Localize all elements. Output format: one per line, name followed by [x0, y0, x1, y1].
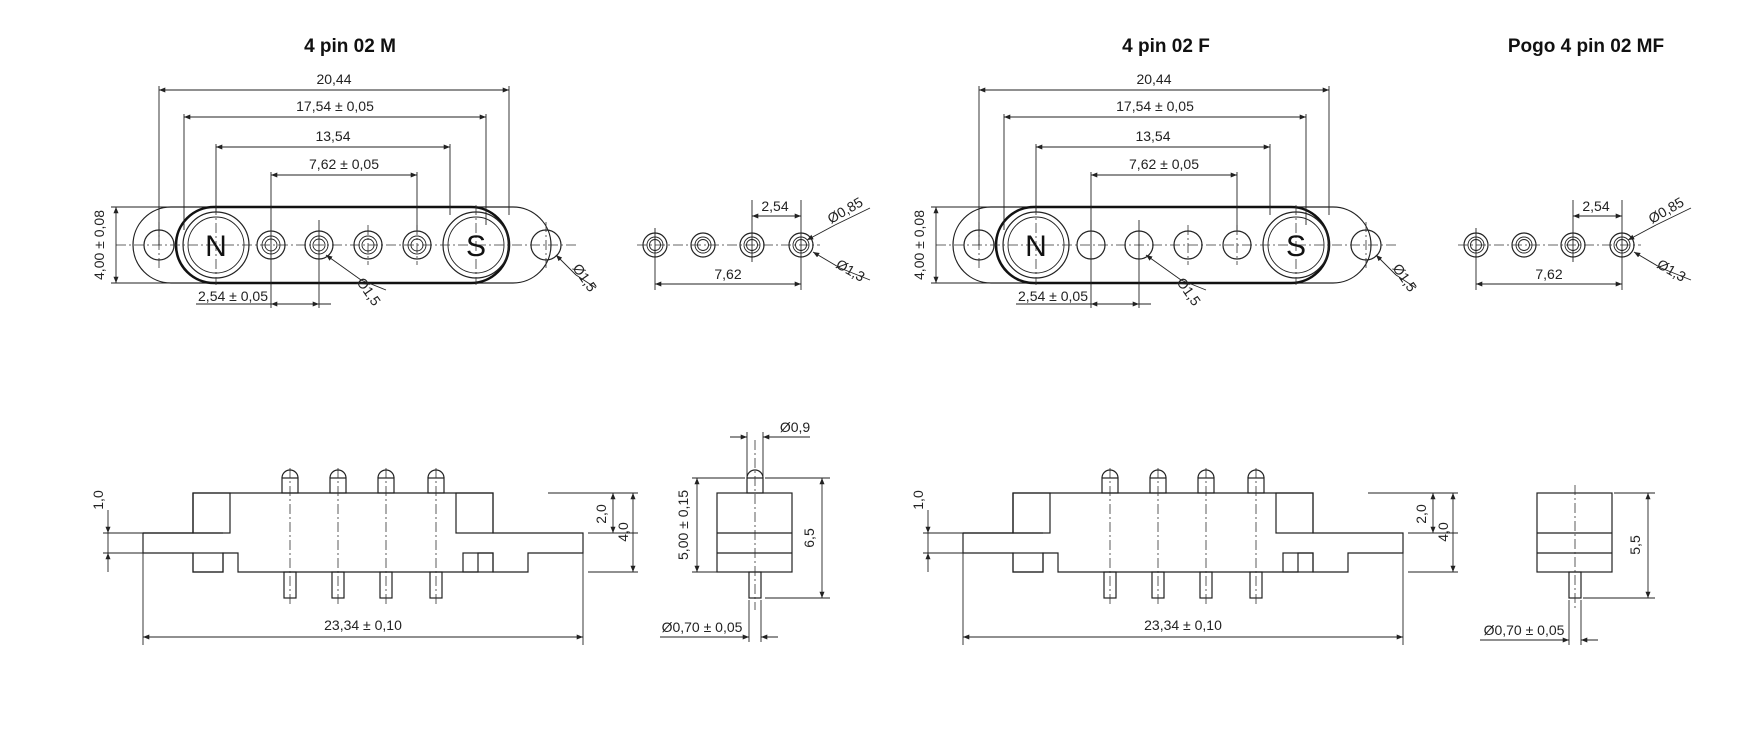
top-view-middle: N S 20,44 17,54 ± 0,05 13,54 7,62 ± 0,05…	[911, 71, 1420, 309]
dim-mag-centers: 13,54	[315, 128, 350, 144]
dim-step: 2,0	[593, 504, 609, 524]
dim-height: 4,00 ± 0,08	[911, 210, 927, 280]
dim-step: 2,0	[1413, 504, 1429, 524]
dim-pin-dia: Ø0,9	[780, 419, 811, 435]
end-view-pogo: 5,5 Ø0,70 ± 0,05	[1480, 485, 1655, 645]
dim-pin-pitch: 2,54	[1582, 198, 1609, 214]
dim-overall: 20,44	[1136, 71, 1171, 87]
end-view-left: Ø0,9 5,00 ± 0,15 6,5 Ø0,70 ± 0,05	[660, 419, 830, 642]
dim-tip-dia: Ø0,85	[1646, 194, 1687, 227]
pin-row-view-left: 2,54 7,62 Ø0,85 Ø1,3	[637, 194, 870, 290]
dim-pin-span: 7,62 ± 0,05	[309, 156, 379, 172]
dim-length: 23,34 ± 0,10	[324, 617, 402, 633]
dim-hole-dia: Ø1,5	[354, 275, 385, 309]
dim-pin-tail-dia: Ø0,70 ± 0,05	[662, 619, 743, 635]
dim-mount-dia: Ø1,5	[1390, 261, 1421, 295]
side-view-left: 23,34 ± 0,10 1,0 2,0 4,0	[90, 468, 638, 645]
dim-total-height: 6,5	[801, 528, 817, 548]
side-view-middle: 23,34 ± 0,10 1,0 2,0 4,0	[910, 468, 1458, 645]
dim-mag-centers: 13,54	[1135, 128, 1170, 144]
dim-height: 4,00 ± 0,08	[91, 210, 107, 280]
dim-pin-span: 7,62	[1535, 266, 1562, 282]
dim-length: 23,34 ± 0,10	[1144, 617, 1222, 633]
top-view-left: N S 20,44 17,54 ± 0,05 13,54 7,62 ± 0,05…	[91, 71, 600, 309]
dim-pogo-pin-tail-dia: Ø0,70 ± 0,05	[1484, 622, 1565, 638]
dim-body-height: 5,00 ± 0,15	[675, 490, 691, 560]
dim-pitch: 2,54 ± 0,05	[198, 288, 268, 304]
south-pole-label: S	[466, 230, 486, 263]
dim-pin-span: 7,62 ± 0,05	[1129, 156, 1199, 172]
dim-pitch: 2,54 ± 0,05	[1018, 288, 1088, 304]
dim-flange: 1,0	[910, 490, 926, 510]
title-4pin-02m: 4 pin 02 M	[304, 36, 396, 57]
dim-outer-mag: 17,54 ± 0,05	[296, 98, 374, 114]
pin-row-view-right: 2,54 7,62 Ø0,85 Ø1,3	[1458, 194, 1691, 290]
title-4pin-02f: 4 pin 02 F	[1122, 36, 1210, 57]
title-pogo-4pin-02mf: Pogo 4 pin 02 MF	[1508, 36, 1664, 57]
dim-flange: 1,0	[90, 490, 106, 510]
dim-body-dia: Ø1,3	[1655, 256, 1689, 285]
dim-pin-pitch: 2,54	[761, 198, 788, 214]
dim-outer-mag: 17,54 ± 0,05	[1116, 98, 1194, 114]
south-pole-label: S	[1286, 230, 1306, 263]
dim-pin-span: 7,62	[714, 266, 741, 282]
dim-tip-dia: Ø0,85	[825, 194, 866, 227]
dim-mount-dia: Ø1,5	[570, 261, 601, 295]
dim-side-height: 4,0	[615, 522, 631, 542]
dim-overall: 20,44	[316, 71, 351, 87]
north-pole-label: N	[205, 230, 227, 263]
north-pole-label: N	[1025, 230, 1047, 263]
dim-side-height: 4,0	[1435, 522, 1451, 542]
dim-pogo-total-height: 5,5	[1627, 535, 1643, 555]
dim-hole-dia: Ø1,5	[1174, 275, 1205, 309]
dim-body-dia: Ø1,3	[834, 256, 868, 285]
